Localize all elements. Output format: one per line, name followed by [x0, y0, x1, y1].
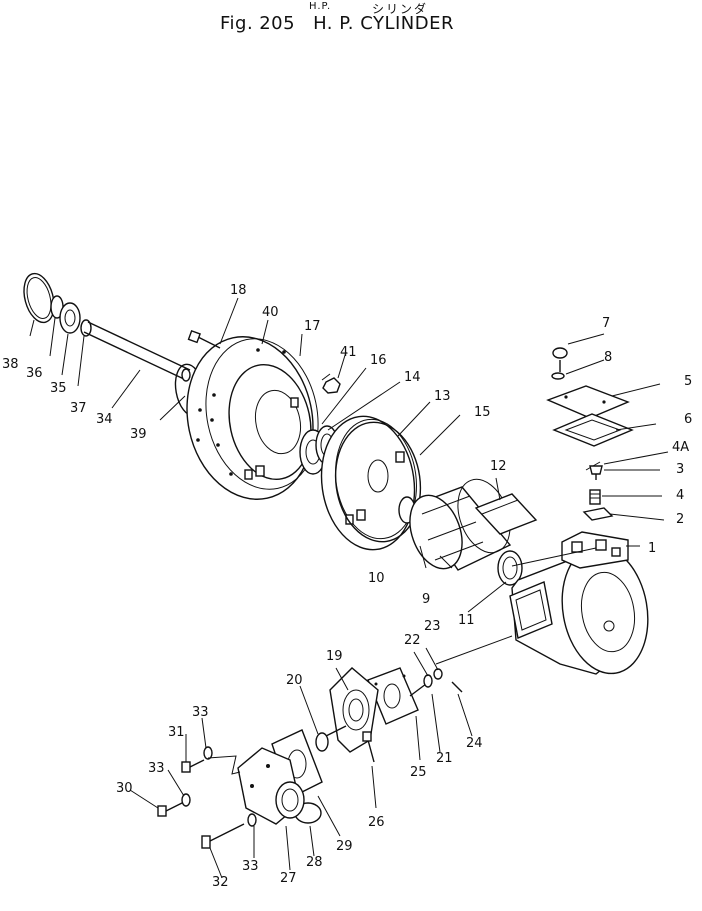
rotor-9	[409, 478, 512, 571]
figure-header: H.P. シリンダ Fig.205 H. P. CYLINDER	[0, 0, 702, 40]
part-label: 32	[212, 875, 229, 890]
part-label: 30	[116, 781, 133, 796]
front-cover-40	[186, 336, 319, 500]
part-label: 2	[676, 512, 684, 527]
part-label: 28	[306, 855, 323, 870]
washers-33	[181, 746, 257, 827]
bolt-21-22-23	[409, 668, 443, 697]
part-label: 40	[262, 305, 279, 320]
fig-caption: H. P. CYLINDER	[313, 13, 455, 34]
part-label: 34	[96, 412, 113, 427]
part-label: 35	[50, 381, 67, 396]
shaft-20	[315, 725, 347, 752]
part-label: 33	[192, 705, 209, 720]
fig-number: 205	[259, 13, 296, 34]
bolt-30	[157, 801, 185, 817]
housing-1	[509, 531, 649, 675]
plunger-3	[589, 465, 603, 480]
spring-4	[589, 489, 601, 505]
collar-37	[80, 319, 92, 337]
oring-15	[334, 421, 422, 543]
plate-2	[582, 507, 614, 521]
part-label: 37	[70, 401, 87, 416]
screw-7	[552, 347, 568, 372]
pin-24	[451, 681, 463, 693]
gasket-25	[367, 667, 419, 725]
furigana-hp: H.P.	[309, 1, 332, 12]
part-label: 27	[280, 871, 297, 886]
part-label: 36	[26, 366, 43, 381]
part-label: 12	[490, 459, 507, 474]
part-label: 14	[404, 370, 421, 385]
fig-label: Fig.	[220, 13, 254, 34]
seal-ring-38	[23, 272, 55, 324]
part-label: 1	[648, 541, 656, 556]
part-label: 10	[368, 571, 385, 586]
part-label: 18	[230, 283, 247, 298]
part-label: 31	[168, 725, 185, 740]
part-label: 4A	[672, 440, 689, 455]
bearing-11	[497, 550, 523, 586]
part-label: 15	[474, 405, 491, 420]
shaft-34	[83, 321, 191, 382]
bolt-18	[187, 329, 221, 349]
bolt-26	[362, 731, 375, 763]
figure-title: Fig.205 H. P. CYLINDER	[220, 13, 454, 34]
part-label: 4	[676, 488, 684, 503]
part-label: 13	[434, 389, 451, 404]
part-label: 7	[602, 316, 610, 331]
part-label: 6	[684, 412, 692, 427]
part-label: 26	[368, 815, 385, 830]
part-label: 24	[466, 736, 483, 751]
part-label: 16	[370, 353, 387, 368]
part-label: 17	[304, 319, 321, 334]
bolt-31	[181, 759, 205, 773]
gasket-6	[552, 413, 634, 447]
cover-5	[546, 385, 630, 419]
furigana-katakana: シリンダ	[372, 2, 429, 16]
part-label: 22	[404, 633, 421, 648]
part-label: 38	[2, 357, 19, 372]
part-label: 29	[336, 839, 353, 854]
pump-body-27	[237, 747, 305, 825]
part-label: 9	[422, 592, 430, 607]
part-label: 41	[340, 345, 357, 360]
part-labels: 1 2 3 4 4A 5 6 7 8 9 10 11 12 13 14 15 1…	[2, 283, 692, 890]
retainer-35	[59, 302, 81, 334]
part-label: 3	[676, 462, 684, 477]
nut-41	[322, 377, 341, 394]
part-label: 33	[148, 761, 165, 776]
part-label: 19	[326, 649, 343, 664]
part-label: 39	[130, 427, 147, 442]
part-label: 25	[410, 765, 427, 780]
part-label: 21	[436, 751, 453, 766]
leader-lines	[29, 297, 669, 879]
part-label: 23	[424, 619, 441, 634]
part-label: 5	[684, 374, 692, 389]
bolt-32	[201, 823, 245, 849]
part-label: 20	[286, 673, 303, 688]
part-label: 8	[604, 350, 612, 365]
washer-8	[551, 372, 565, 380]
part-label: 33	[242, 859, 259, 874]
part-label: 11	[458, 613, 475, 628]
